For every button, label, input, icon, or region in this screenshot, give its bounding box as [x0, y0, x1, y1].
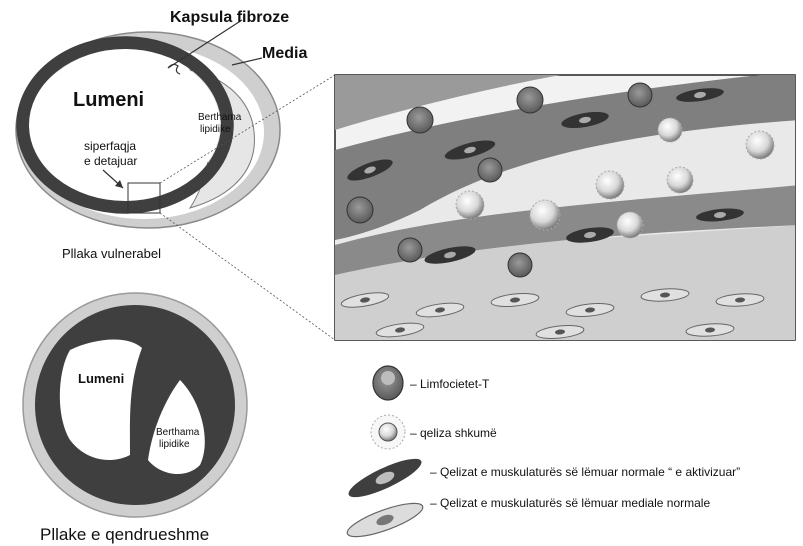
lipid-core-label-2: lipidike [200, 124, 231, 135]
legend-label-foam-cell: – qeliza shkumë [410, 426, 497, 440]
lipid-core-label-1: Berthama [198, 112, 242, 123]
surface-label-1: siperfaqja [84, 139, 136, 153]
stable-lipid-label-1: Berthama [156, 427, 200, 438]
t-lymphocyte-icon [373, 366, 403, 400]
legend-label-t-lymphocyte: – Limfocietet-T [410, 377, 490, 391]
stable-caption: Pllake e qendrueshme [40, 525, 209, 544]
legend-label-activated-smc: – Qelizat e muskulaturës së lëmuar norma… [430, 465, 740, 479]
stable-lipid-label-2: lipidike [159, 439, 190, 450]
media-label: Media [262, 45, 307, 62]
foam-cell-icon [371, 415, 405, 449]
legend: – Limfocietet-T – qeliza shkumë – Qeliza… [344, 366, 740, 543]
zoomed-detail-panel [335, 75, 800, 345]
stable-lumen-label: Lumeni [78, 371, 124, 386]
lumen-label: Lumeni [73, 89, 144, 111]
lumen [30, 50, 220, 200]
vulnerable-caption: Pllaka vulnerabel [62, 246, 161, 261]
medial-smooth-muscle-cell-icon [344, 497, 426, 543]
capsule-label: Kapsula fibroze [170, 9, 289, 26]
legend-label-medial-smc: – Qelizat e muskulaturës së lëmuar media… [430, 496, 710, 510]
stable-plaque-cross-section: Lumeni Berthama lipidike Pllake e qendru… [23, 293, 247, 544]
activated-smooth-muscle-cell-icon [345, 452, 426, 504]
vulnerable-plaque-cross-section: Kapsula fibroze Media Lumeni Berthama li… [16, 9, 335, 340]
surface-label-2: e detajuar [84, 154, 137, 168]
stable-lumen [60, 340, 142, 460]
